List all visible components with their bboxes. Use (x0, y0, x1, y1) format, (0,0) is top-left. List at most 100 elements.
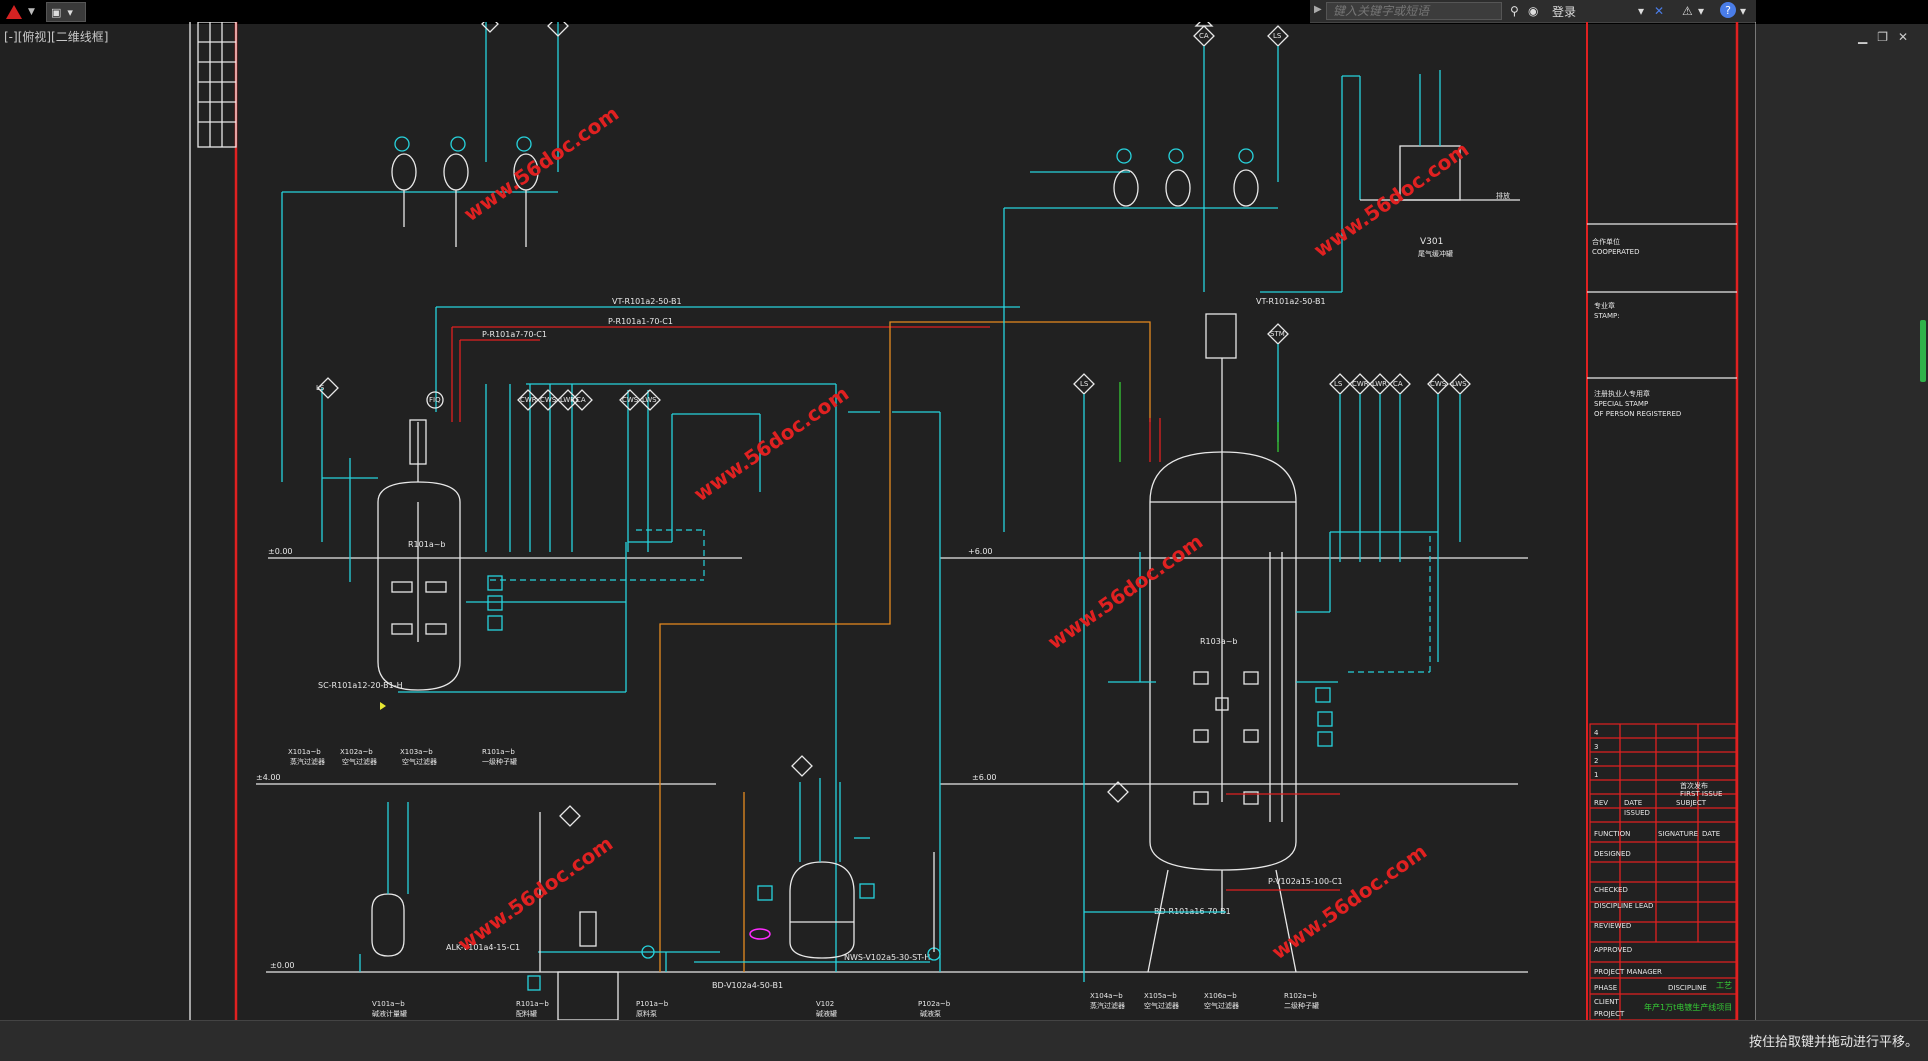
chevron-down-icon[interactable]: ▾ (1638, 4, 1645, 18)
viewport-controls[interactable]: [-][俯视][二维线框] (4, 30, 109, 44)
quick-access-toolbar[interactable]: ▣ ▾ (46, 2, 86, 22)
binoculars-icon[interactable]: ⚲ (1510, 4, 1519, 18)
equipment-code: P102a~b (918, 1000, 951, 1008)
equipment-code: X103a~b (400, 748, 433, 756)
phase-label: PHASE (1594, 984, 1617, 992)
workspace-icon[interactable]: ▣ (51, 5, 62, 19)
user-icon[interactable]: ◉ (1528, 4, 1539, 18)
restore-icon[interactable]: ❐ (1877, 30, 1888, 44)
equipment-code: P101a~b (636, 1000, 669, 1008)
scroll-handle[interactable] (1920, 320, 1926, 382)
reactor-r101[interactable]: R101a~b (377, 419, 461, 691)
right-instrument-tags: LS STM LS CWR LWR CA CWS LWS CA LS (1073, 22, 1471, 982)
connect-icon[interactable]: ⚠ (1682, 4, 1693, 18)
watermarks: www.56doc.com www.56doc.com www.56doc.co… (453, 101, 1473, 964)
equipment-tag: R103a~b (1200, 637, 1238, 646)
chevron-down-icon[interactable]: ▾ (1698, 4, 1705, 18)
left-filter-labels: X101a~b 蒸汽过滤器 X102a~b 空气过滤器 X103a~b 空气过滤… (288, 748, 517, 766)
instrument-tag: STM (1270, 330, 1285, 338)
subject-label: SUBJECT (1676, 799, 1707, 807)
equipment-desc: 配料罐 (516, 1009, 537, 1018)
project-name: 年产1万t电镀生产线项目 (1644, 1002, 1732, 1012)
watermark: www.56doc.com (1267, 839, 1431, 964)
watermark: www.56doc.com (453, 831, 617, 956)
project-manager-label: PROJECT MANAGER (1594, 968, 1662, 976)
equipment-code: X106a~b (1204, 992, 1237, 1000)
equipment-desc: 空气过滤器 (1204, 1001, 1239, 1010)
bottom-equipment-labels: V101a~b 碱液计量罐 R101a~b 配料罐 P101a~b 原料泵 V1… (372, 992, 1319, 1018)
equipment-desc: 碱液泵 (920, 1009, 941, 1018)
exchange-icon[interactable]: ✕ (1654, 4, 1665, 18)
equipment-code: R101a~b (482, 748, 515, 756)
line-label: P-R101a1-70-C1 (608, 317, 673, 326)
issued-label: ISSUED (1624, 809, 1650, 817)
minimize-icon[interactable]: ▁ (1858, 30, 1868, 44)
help-button[interactable]: ? (1720, 2, 1736, 18)
reviewed-label: REVIEWED (1594, 922, 1631, 930)
right-panel (1756, 24, 1928, 1020)
instrument-tag: CA (1199, 32, 1209, 40)
equipment-desc: 空气过滤器 (342, 757, 377, 766)
rev-label: REV (1594, 799, 1608, 807)
issue-cn: 首次发布 (1680, 781, 1708, 790)
left-instrument-tags: LS FIQ CWR CWS LWR CA CWS LWS (316, 377, 661, 710)
login-button[interactable]: 登录 (1552, 2, 1576, 20)
approved-label: APPROVED (1594, 946, 1632, 954)
equipment-desc: 蒸汽过滤器 (1090, 1001, 1125, 1010)
equipment-desc: 碱液罐 (816, 1009, 837, 1018)
close-icon[interactable]: ✕ (1898, 30, 1909, 44)
equipment-tag: R101a~b (408, 540, 446, 549)
equipment-code: V101a~b (372, 1000, 405, 1008)
equipment-code: X102a~b (340, 748, 373, 756)
date-label: DATE (1702, 830, 1720, 838)
revision-number: 3 (1594, 743, 1598, 751)
line-label: ALK-V101a4-15-C1 (446, 943, 520, 952)
application-menu-button[interactable]: ▼ (2, 2, 40, 22)
special-stamp-label: 注册执业人专用章 (1594, 389, 1650, 398)
left-piping (321, 171, 1151, 972)
chevron-down-icon[interactable]: ▾ (1740, 4, 1747, 18)
equipment-desc: 碱液计量罐 (372, 1009, 407, 1018)
instrument-tag: LS (1273, 32, 1282, 40)
instrument-tag: CWS (540, 396, 557, 404)
line-label: P-V102a15-100-C1 (1268, 877, 1343, 886)
equipment-desc: 一级种子罐 (482, 757, 517, 766)
equipment-desc: 原料泵 (636, 1009, 657, 1018)
line-label: BD-V102a4-50-B1 (712, 981, 783, 990)
pump-icon (749, 928, 771, 940)
tank-v101[interactable] (371, 893, 405, 957)
line-label: SC-R101a12-20-B1-H (318, 681, 403, 690)
instrument-tag: LWS (1452, 380, 1467, 388)
fermenter-r103[interactable]: R103a~b (1147, 313, 1297, 973)
equipment-code: V102 (816, 1000, 834, 1008)
instrument-tag: CWS (622, 396, 639, 404)
autocad-logo-icon (6, 5, 22, 19)
drain-label: 排放 (1496, 191, 1510, 200)
project-label: PROJECT (1594, 1010, 1625, 1018)
elevation-label: +6.00 (968, 547, 993, 556)
expand-arrow-icon[interactable]: ▶ (1314, 4, 1322, 15)
instrument-tag: CA (1393, 380, 1403, 388)
watermark: www.56doc.com (1043, 529, 1207, 654)
instrument-tag: LWR (1372, 380, 1387, 388)
search-input[interactable] (1326, 2, 1502, 20)
revision-number: 4 (1594, 729, 1599, 737)
title-block: 合作单位 COOPERATED 专业章 STAMP: 注册执业人专用章 SPEC… (1587, 223, 1737, 1020)
line-label: VT-R101a2-50-B1 (1256, 297, 1326, 306)
help-label: ? (1725, 3, 1731, 17)
equipment-code: X104a~b (1090, 992, 1123, 1000)
chevron-down-icon[interactable]: ▾ (67, 5, 73, 19)
discipline-label: DISCIPLINE (1668, 984, 1707, 992)
equipment-code: X101a~b (288, 748, 321, 756)
equipment-code: R102a~b (1284, 992, 1317, 1000)
special-stamp-en2: OF PERSON REGISTERED (1594, 410, 1681, 418)
discipline-lead-label: DISCIPLINE LEAD (1594, 902, 1653, 910)
instrument-tag: CWR (1352, 380, 1369, 388)
equipment-code: R101a~b (516, 1000, 549, 1008)
client-label: CLIENT (1594, 998, 1620, 1006)
revision-grid-box (197, 22, 237, 148)
instrument-tag: LS (1080, 380, 1089, 388)
drawing-canvas[interactable]: .c { stroke:#27d3dd; fill:none; stroke-w… (0, 22, 1756, 1020)
tank-v102[interactable] (789, 861, 855, 959)
drawing-window-controls: ▁ ❐ ✕ (1858, 30, 1918, 44)
